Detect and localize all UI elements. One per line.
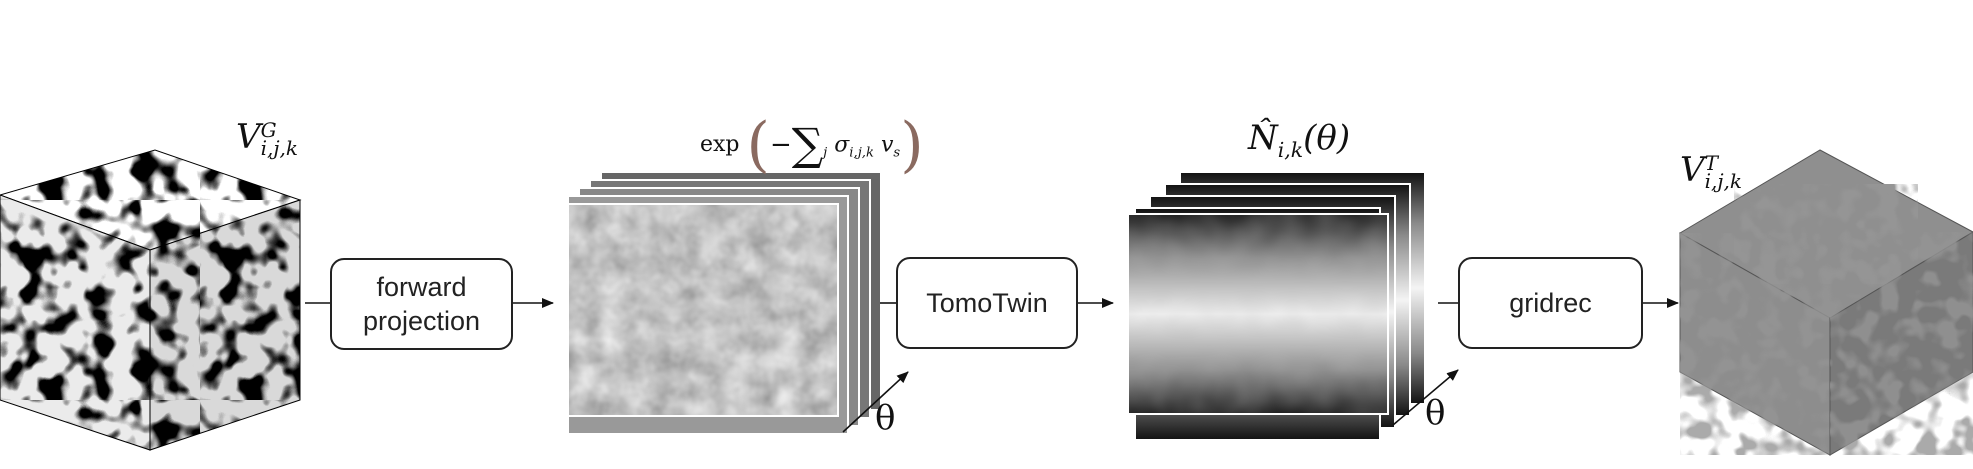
- exp-formula: exp (−∑j σi,j,k vs): [700, 110, 924, 180]
- exp-text: exp: [700, 132, 740, 157]
- theta-arrow-1: [842, 371, 909, 433]
- v-sub: s: [893, 145, 901, 161]
- vt-base: V: [1680, 150, 1705, 190]
- sum-index: j: [823, 145, 828, 161]
- reconstructed-volume-cube: [1679, 149, 1973, 456]
- vg-sub: i,j,k: [260, 136, 298, 160]
- theta-arrow-2: [1392, 369, 1459, 426]
- gridrec-box: gridrec: [1458, 257, 1643, 349]
- gridrec-label: gridrec: [1509, 288, 1592, 318]
- normalized-projection-stack: [1127, 171, 1426, 441]
- forward-projection-line2: projection: [362, 306, 481, 336]
- v-symbol: v: [880, 132, 894, 158]
- binary-volume-cube: [0, 149, 302, 451]
- nhat-arg: (θ): [1303, 118, 1351, 158]
- nhat-sub: i,k: [1277, 137, 1304, 162]
- forward-projection-line1: forward: [376, 272, 467, 302]
- theta-label-2: θ: [1425, 393, 1446, 433]
- vt-sub: i,j,k: [1704, 169, 1742, 193]
- tomotwin-label: TomoTwin: [926, 288, 1048, 318]
- nhat-label: N̂i,k(θ): [1248, 118, 1350, 162]
- forward-projection-box: forward projection: [330, 258, 513, 350]
- vg-sup: G: [260, 118, 277, 142]
- sigma-sub: i,j,k: [849, 145, 874, 161]
- vg-base: V: [236, 117, 261, 157]
- minus-sign: −: [769, 130, 792, 160]
- theta-label-1: θ: [875, 398, 896, 438]
- tomotwin-box: TomoTwin: [896, 257, 1078, 349]
- projection-stack: [567, 171, 882, 435]
- left-paren: (: [746, 110, 770, 180]
- sigma-symbol: σ: [834, 132, 850, 158]
- sum-symbol: ∑: [791, 119, 824, 171]
- vt-sup: T: [1704, 151, 1718, 175]
- right-paren: ): [900, 110, 924, 180]
- nhat-base: N̂: [1248, 118, 1278, 158]
